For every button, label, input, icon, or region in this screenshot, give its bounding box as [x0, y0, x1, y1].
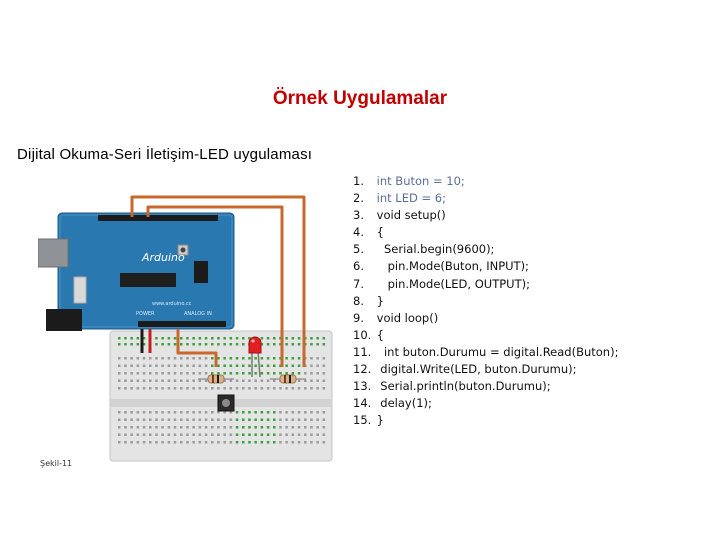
arduino-board — [57, 212, 235, 330]
code-listing: 1. int Buton = 10;2. int LED = 6;3. void… — [353, 173, 618, 429]
code-line: 13. Serial.println(buton.Durumu); — [353, 378, 618, 395]
atmega-chip — [120, 273, 176, 287]
line-number: 9. — [353, 310, 364, 325]
line-text: void loop() — [376, 310, 439, 325]
code-line: 11. int buton.Durumu = digital.Read(Buto… — [353, 344, 618, 361]
line-text: int Buton = 10; — [376, 174, 465, 188]
line-number: 10. — [353, 327, 372, 342]
slide-subtitle: Dijital Okuma-Seri İletişim-LED uygulama… — [17, 146, 313, 163]
line-text: pin.Mode(Buton, INPUT); — [376, 259, 529, 274]
line-text: { — [376, 225, 384, 240]
resistor-2 — [270, 374, 306, 384]
line-number: 4. — [353, 225, 364, 240]
slide-title: Örnek Uygulamalar — [272, 88, 448, 109]
line-number: 5. — [353, 242, 364, 257]
board-url: www.arduino.cc — [152, 301, 192, 307]
red-led — [248, 336, 262, 378]
line-text: { — [376, 327, 384, 342]
breadboard-holes — [118, 337, 326, 444]
line-number: 12. — [353, 362, 372, 377]
board-power-text: POWER — [136, 311, 155, 317]
push-button — [217, 394, 235, 412]
circuit-figure: Arduino www.arduino.cc POWER ANALOG IN — [37, 181, 338, 466]
line-text: Serial.begin(9600); — [376, 242, 495, 257]
code-line: 6. pin.Mode(Buton, INPUT); — [353, 258, 618, 275]
code-line: 15. } — [353, 412, 618, 429]
line-number: 13. — [353, 379, 372, 394]
code-line: 12. digital.Write(LED, buton.Durumu); — [353, 361, 618, 378]
board-label: Arduino — [141, 251, 185, 264]
power-jack — [46, 309, 82, 331]
code-line: 8. } — [353, 293, 618, 310]
line-number: 15. — [353, 413, 372, 428]
line-number: 2. — [353, 191, 364, 206]
code-line: 7. pin.Mode(LED, OUTPUT); — [353, 276, 618, 293]
board-analog-text: ANALOG IN — [184, 311, 212, 317]
wire-pin6 — [146, 205, 284, 367]
line-number: 7. — [353, 276, 364, 291]
line-number: 6. — [353, 259, 364, 274]
wire-pin10 — [130, 195, 306, 367]
line-text: delay(1); — [376, 396, 432, 411]
wire-ground — [176, 329, 218, 367]
digital-header — [98, 215, 218, 221]
line-number: 1. — [353, 174, 364, 188]
code-line: 14. delay(1); — [353, 395, 618, 412]
code-line: 10. { — [353, 327, 618, 344]
line-text: int LED = 6; — [376, 191, 446, 206]
jumper-wires — [130, 195, 306, 367]
code-line: 5. Serial.begin(9600); — [353, 241, 618, 258]
capacitor — [73, 276, 87, 304]
line-text: int buton.Durumu = digital.Read(Buton); — [376, 344, 619, 359]
code-line: 4. { — [353, 224, 618, 241]
line-number: 14. — [353, 396, 372, 411]
analog-header — [138, 321, 226, 327]
line-text: Serial.println(buton.Durumu); — [376, 379, 551, 394]
usb-connector — [37, 238, 69, 268]
line-text: pin.Mode(LED, OUTPUT); — [376, 276, 530, 291]
line-number: 11. — [353, 344, 372, 359]
line-text: digital.Write(LED, buton.Durumu); — [376, 362, 577, 377]
line-text: } — [376, 293, 384, 308]
line-number: 8. — [353, 293, 364, 308]
code-line: 2. int LED = 6; — [353, 190, 618, 207]
resistor-1 — [198, 374, 234, 384]
code-line: 3. void setup() — [353, 207, 618, 224]
arduino-breadboard-diagram: Arduino www.arduino.cc POWER ANALOG IN — [37, 195, 333, 462]
line-number: 3. — [353, 208, 364, 223]
line-text: } — [376, 413, 384, 428]
figure-caption: Şekil-11 — [40, 459, 73, 468]
code-line: 9. void loop() — [353, 310, 618, 327]
line-text: void setup() — [376, 208, 446, 223]
code-line: 1. int Buton = 10; — [353, 173, 618, 190]
icsp-header — [194, 261, 208, 283]
